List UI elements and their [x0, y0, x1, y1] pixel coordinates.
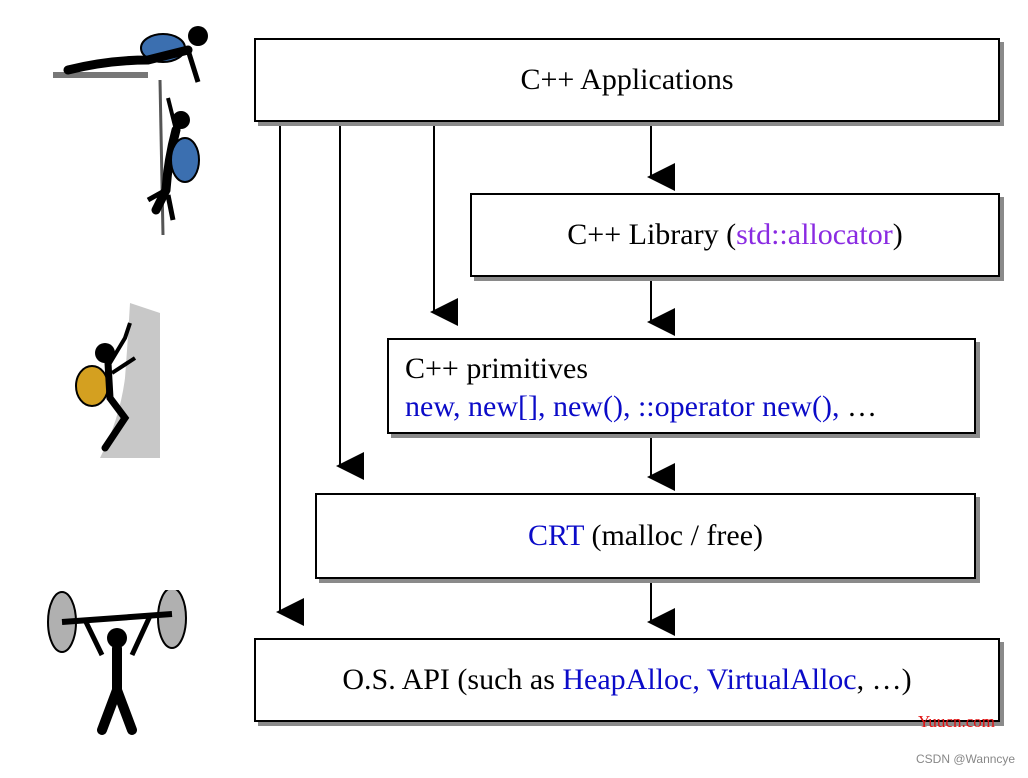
rock-climber-icon	[75, 303, 160, 458]
applications-box: C++ Applications	[254, 38, 1000, 122]
primitives-list: new, new[], new(), ::operator new(), …	[405, 389, 878, 423]
applications-label: C++ Applications	[520, 63, 734, 97]
library-label: C++ Library (std::allocator)	[567, 218, 903, 252]
author-watermark: CSDN @Wanncye	[916, 752, 1016, 766]
weightlifter-icon	[47, 590, 187, 735]
crt-text: CRT	[527, 519, 584, 553]
os-api-functions: HeapAlloc, VirtualAlloc	[562, 663, 857, 697]
library-box: C++ Library (std::allocator)	[470, 193, 1000, 277]
site-watermark: Yuucn.com	[918, 712, 995, 731]
allocator-text: std::allocator	[736, 218, 893, 252]
primitives-title: C++ primitives	[405, 352, 589, 385]
climbers-icon	[53, 26, 208, 236]
primitives-box: C++ primitives new, new[], new(), ::oper…	[387, 338, 976, 434]
crt-box: CRT (malloc / free)	[315, 493, 976, 579]
os-api-box: O.S. API (such as HeapAlloc, VirtualAllo…	[254, 638, 1000, 722]
crt-label: CRT (malloc / free)	[527, 519, 764, 553]
os-api-label: O.S. API (such as HeapAlloc, VirtualAllo…	[342, 663, 912, 697]
